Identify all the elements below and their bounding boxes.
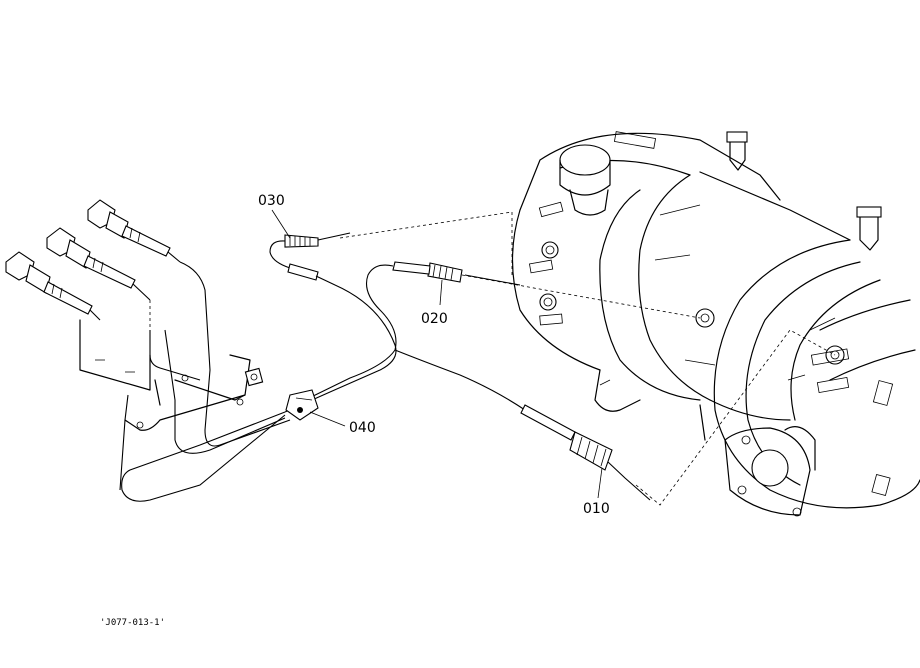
connector-middle [46,227,151,301]
sensor-010 [394,349,651,501]
connector-bottom [5,251,101,321]
connector-top [87,199,181,263]
callout-030: 030 [258,193,285,209]
motor-assembly [511,131,920,517]
callout-leaders [271,209,603,499]
callout-040: 040 [349,420,376,436]
wire-harness [79,261,291,502]
sensor-030 [269,232,397,413]
callout-020: 020 [421,311,448,327]
callout-010: 010 [583,501,610,517]
clamp-040 [285,389,319,421]
leader-lines [339,211,836,506]
sensor-020 [304,261,521,401]
figure-reference: 'J077-013-1' [100,618,165,628]
